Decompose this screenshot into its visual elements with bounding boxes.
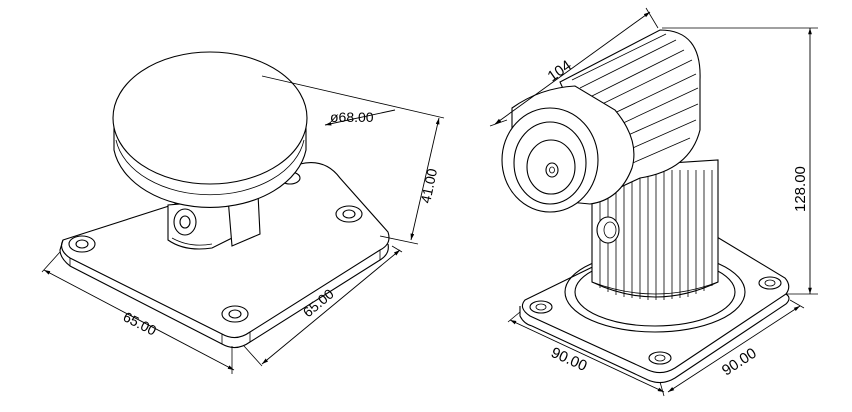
diameter-label: ø68.00 (330, 109, 374, 125)
left-door-holder-drawing: ø68.00 41.00 65.00 65.00 (41, 51, 445, 374)
mounting-hole-icon (68, 235, 96, 253)
mounting-hole-icon (335, 205, 363, 223)
diameter-dimension: ø68.00 (324, 109, 396, 126)
left-round-head (112, 51, 308, 208)
height-dimension-right: 128.00 (662, 27, 818, 295)
side-screw-icon (596, 216, 620, 244)
depth-label-right: 90.00 (719, 345, 760, 380)
height-label: 41.00 (417, 167, 440, 205)
left-stem-bracket (167, 193, 261, 250)
height-dimension: 41.00 (261, 75, 445, 245)
right-door-holder-drawing: 104 128.00 90.00 90.00 (489, 7, 818, 397)
height-label-right: 128.00 (792, 166, 809, 212)
mounting-hole-icon (529, 300, 553, 314)
width-label: 65.00 (121, 308, 160, 338)
mounting-hole-icon (758, 276, 782, 290)
right-ribbed-column (591, 159, 719, 300)
width-label-right: 90.00 (548, 344, 589, 375)
